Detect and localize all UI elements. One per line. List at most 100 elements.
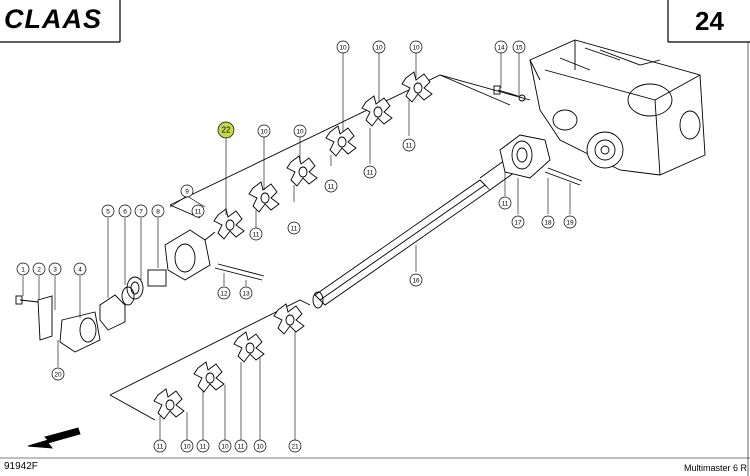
callout-16: 16 (409, 273, 423, 287)
callout-circle (336, 40, 350, 54)
callout-circle (134, 204, 148, 218)
leader-lines (22, 53, 571, 440)
callout-11: 11 (402, 138, 416, 152)
coupling-hub (164, 229, 216, 281)
callout-18: 18 (541, 215, 555, 229)
callout-circle (153, 439, 167, 453)
page-number: 24 (695, 6, 724, 36)
rubber-elements-lower (153, 303, 305, 420)
callout-circle (249, 227, 263, 241)
callout-circle (73, 262, 87, 276)
callout-9: 9 (180, 184, 194, 198)
callout-circle (32, 262, 46, 276)
callout-label: 10 (260, 129, 268, 136)
callout-22: 22 (217, 121, 235, 139)
callout-6: 6 (118, 204, 132, 218)
rubber-elements-upper (213, 71, 433, 240)
callout-label: 10 (183, 444, 191, 451)
callout-circle (372, 40, 386, 54)
callout-circle (253, 439, 267, 453)
callout-circle (48, 262, 62, 276)
flange (499, 134, 551, 179)
callout-circle (218, 439, 232, 453)
callout-circle (16, 262, 30, 276)
callout-11: 11 (287, 221, 301, 235)
callout-label: 8 (156, 209, 160, 216)
callout-label: 11 (291, 226, 298, 233)
callout-5: 5 (101, 204, 115, 218)
callout-circle (402, 138, 416, 152)
model-name: Multimaster 6 R (684, 463, 748, 473)
callout-label: 12 (220, 291, 228, 298)
callout-15: 15 (512, 40, 526, 54)
callout-label: 11 (157, 444, 164, 451)
callout-label: 10 (375, 45, 383, 52)
callout-label: 2 (37, 267, 41, 274)
callout-circle (511, 215, 525, 229)
callout-circle (563, 215, 577, 229)
callout-19: 19 (563, 215, 577, 229)
callout-label: 11 (328, 184, 335, 191)
callout-circle (287, 221, 301, 235)
callout-11: 11 (498, 196, 512, 210)
callout-circle (180, 439, 194, 453)
callout-label: 9 (185, 189, 189, 196)
callout-circle (234, 439, 248, 453)
callout-circle (196, 439, 210, 453)
callout-10: 10 (257, 124, 271, 138)
callout-11: 11 (363, 165, 377, 179)
callout-circle (494, 40, 508, 54)
callout-label: 19 (566, 220, 574, 227)
callout-label: 14 (497, 45, 505, 52)
callout-circle (324, 179, 338, 193)
callout-3: 3 (48, 262, 62, 276)
callout-label: 11 (367, 170, 374, 177)
callout-label: 1 (21, 267, 25, 274)
callout-label: 5 (106, 209, 110, 216)
callout-8: 8 (151, 204, 165, 218)
callout-label: 4 (78, 267, 82, 274)
callout-label: 11 (502, 201, 509, 208)
callout-label: 18 (544, 220, 552, 227)
callout-label: 20 (54, 372, 62, 379)
callout-label: 11 (238, 444, 245, 451)
callout-circle (151, 204, 165, 218)
callout-label: 3 (53, 267, 57, 274)
callout-11: 11 (191, 204, 205, 218)
callout-circle (498, 196, 512, 210)
callout-circle (101, 204, 115, 218)
callout-7: 7 (134, 204, 148, 218)
callout-10: 10 (336, 40, 350, 54)
callout-11: 11 (196, 439, 210, 453)
gearbox-housing (529, 39, 706, 176)
callout-circle (51, 367, 65, 381)
callout-14: 14 (494, 40, 508, 54)
callout-11: 11 (234, 439, 248, 453)
callout-21: 21 (288, 439, 302, 453)
callout-circle (409, 40, 423, 54)
callout-4: 4 (73, 262, 87, 276)
callout-10: 10 (293, 124, 307, 138)
callout-11: 11 (249, 227, 263, 241)
callout-circle (288, 439, 302, 453)
callout-label: 22 (222, 126, 231, 135)
callout-circle (217, 121, 235, 139)
callout-11: 11 (153, 439, 167, 453)
exploded-parts-drawing (15, 39, 706, 449)
callout-label: 11 (406, 143, 413, 150)
callout-label: 10 (412, 45, 420, 52)
callout-circle (239, 286, 253, 300)
drawing-number: 91942F (4, 461, 38, 472)
callout-2: 2 (32, 262, 46, 276)
callout-label: 10 (296, 129, 304, 136)
callout-label: 13 (242, 291, 250, 298)
callout-label: 11 (200, 444, 207, 451)
callout-11: 11 (324, 179, 338, 193)
callout-10: 10 (218, 439, 232, 453)
callout-label: 17 (514, 220, 522, 227)
callout-circle (363, 165, 377, 179)
callout-circle (293, 124, 307, 138)
callout-10: 10 (253, 439, 267, 453)
